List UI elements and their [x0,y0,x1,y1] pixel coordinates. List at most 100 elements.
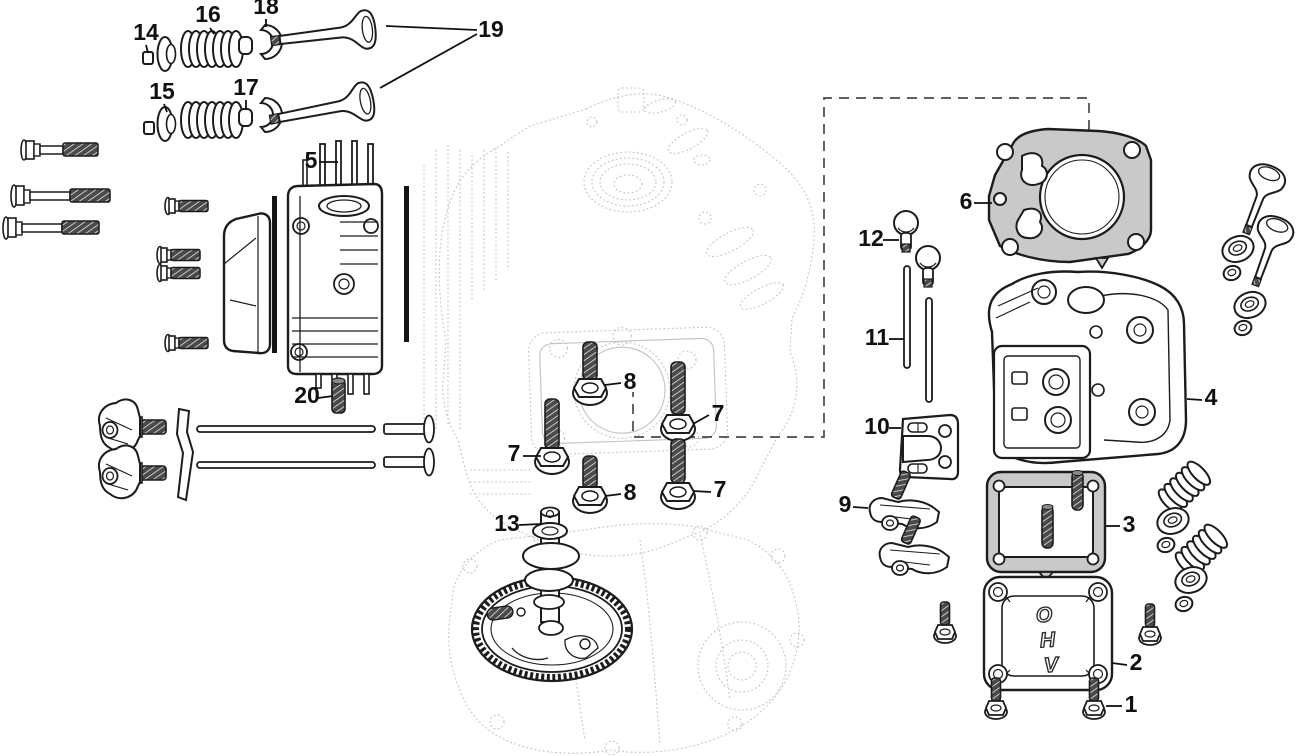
bore-opening [1038,153,1126,241]
bolt-hole [996,143,1014,161]
bolt-hole [988,582,1008,602]
cam-gear-teeth [473,578,631,680]
bolt-hole [1086,552,1100,566]
fin [363,373,370,395]
valve-lifter [383,447,435,477]
cam-collar [532,522,568,540]
callout-20: 20 [294,382,320,408]
callout-7: 7 [714,476,727,502]
callout-numbers: 14 16 18 19 15 17 5 20 13 8 7 7 8 7 12 1… [133,0,1217,717]
cam-hub [538,620,564,636]
breather-cover [222,212,272,355]
bolt-hole [938,455,952,469]
head-bolts [534,341,696,514]
crankcase-lower-outline [448,523,800,754]
spring-retainer [1229,286,1271,324]
callout-8: 8 [624,368,637,394]
pushrod-guide-plate [175,407,195,502]
oil-fill-boss [617,87,645,113]
callout-15: 15 [149,78,175,104]
ohv-letter: V [1043,653,1061,677]
bolt-hole [938,424,952,438]
pushrod-cutout [1020,152,1048,186]
callout-14: 14 [133,19,159,45]
exhaust-port [1067,286,1105,314]
flange-bolt-short [156,245,201,265]
rocker-arm [97,444,167,500]
bolt-hole [992,552,1006,566]
spring-cap-17 [238,108,253,127]
dowel-hole [993,192,1007,206]
valve-seal-cap [1231,317,1255,339]
callout-8: 8 [624,479,637,505]
head-boss [1128,398,1156,426]
callout-4: 4 [1205,384,1218,410]
crankcase-ghost [423,87,815,756]
rocker-stud [1071,470,1084,511]
stud-20 [331,377,346,414]
ohv-letter: H [1039,628,1057,652]
crankcase-bolts-long [2,139,209,353]
rocker-box-face [992,344,1092,460]
spring-retainer [1217,230,1259,268]
breather-gasket-edge [272,196,277,353]
valve-spring [1154,457,1215,517]
head-group-dashed-box [632,97,1090,438]
callout-6: 6 [960,188,973,214]
head-bolt-7 [660,438,696,510]
spring-retainer [1152,502,1194,540]
valve-keeper-14 [142,51,154,65]
push-rod [196,461,376,469]
callout-3: 3 [1123,511,1136,537]
fin [347,373,354,395]
valve-19b [265,79,378,140]
push-rod-11 [903,265,911,369]
gasket-tab [1094,257,1110,270]
bolt-hole [1001,238,1019,256]
ohv-letter: O [1035,603,1053,627]
cam-bearing-boss [697,621,787,711]
compression-release-spring [486,605,514,621]
callout-7: 7 [508,440,521,466]
pushrod-guide-plate-10 [898,413,960,481]
valve-lifter [383,414,435,444]
bolt-hole [992,479,1006,493]
ghost-cylinder-fins [423,145,509,430]
valve-spring-15 [180,101,244,139]
pushrod-cutout [1015,207,1044,240]
head-bolt-8 [572,455,608,514]
rocker-stud [1041,504,1054,549]
flange-bolt-short [164,333,209,353]
callout-17: 17 [233,74,259,100]
head-gasket-6 [987,127,1153,270]
flange-bolt-short [164,196,209,216]
bolt-hole [1127,233,1145,251]
pushrod-boss [333,273,355,295]
head-dowel-12 [893,210,919,253]
head-bolt-7 [660,361,696,442]
bolt-boss [292,217,310,235]
cam-journal [533,594,565,610]
callout-2: 2 [1130,649,1143,675]
rocker-arm [97,398,167,454]
flange-bolt-long [2,216,100,240]
cam-lobe [524,568,574,592]
camshaft-13 [470,506,634,683]
callout-11: 11 [865,324,890,350]
cover-bolt-1 [1138,603,1162,646]
valve-port [1042,368,1070,396]
cylinder-head-4 [987,270,1188,465]
callout-9: 9 [839,491,852,517]
valve-spring-16 [180,30,244,68]
callout-5: 5 [305,147,318,173]
head-dowel-12 [915,245,941,288]
valve-port [1044,406,1072,434]
callout-16: 16 [195,1,221,27]
callout-19: 19 [478,16,504,42]
bolt-boss [363,218,379,234]
callout-13: 13 [494,510,520,536]
callout-7: 7 [712,400,725,426]
cam-lobe [522,542,580,570]
